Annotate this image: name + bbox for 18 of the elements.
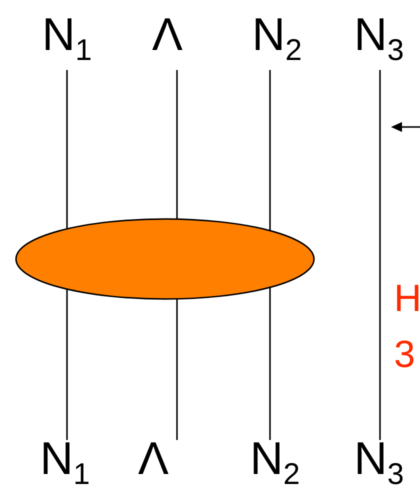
- particle-label: N$_{3}$: [354, 432, 404, 484]
- particle-label: N$_{2}$: [252, 8, 302, 60]
- ellipse-blob: [15, 218, 315, 300]
- particle-line: [379, 70, 381, 440]
- particle-line: [269, 287, 271, 440]
- particle-label: N$_{2}$: [250, 432, 300, 484]
- particle-line: [176, 298, 178, 440]
- particle-line: [269, 70, 271, 231]
- particle-line: [66, 289, 68, 440]
- annotation-text: 3: [394, 334, 416, 376]
- particle-label: N$_{3}$: [354, 8, 404, 60]
- particle-label: N$_{1}$: [40, 432, 90, 484]
- particle-line: [176, 70, 178, 220]
- particle-label: Λ: [152, 8, 183, 60]
- particle-label: N$_{1}$: [42, 8, 92, 60]
- particle-line: [66, 70, 68, 229]
- particle-label: Λ: [138, 432, 169, 484]
- annotation-text: H: [394, 278, 420, 320]
